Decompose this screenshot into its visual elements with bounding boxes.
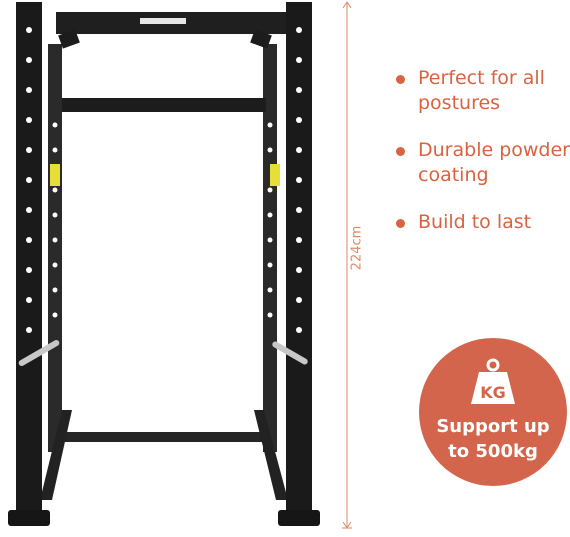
bullet-icon <box>396 75 405 84</box>
weight-icon-label: KG <box>480 383 506 402</box>
feature-item: Perfect for all postures <box>390 66 570 116</box>
capacity-text: Support up to 500kg <box>419 414 567 464</box>
weight-kg-icon: KG <box>467 356 519 408</box>
feature-list: Perfect for all postures Durable powder … <box>390 66 570 257</box>
feature-item: Durable powder coating <box>390 138 570 188</box>
capacity-line-2: to 500kg <box>448 441 538 462</box>
feature-text: Build to last <box>418 211 532 233</box>
height-dimension-line <box>342 0 352 533</box>
feature-text: Perfect for all postures <box>418 67 545 114</box>
bullet-icon <box>396 219 405 228</box>
feature-item: Build to last <box>390 210 570 235</box>
height-dimension-label: 224cm <box>349 225 365 271</box>
bullet-icon <box>396 147 405 156</box>
power-rack-image <box>8 2 320 526</box>
capacity-badge: KG Support up to 500kg <box>419 338 567 486</box>
capacity-line-1: Support up <box>436 416 550 437</box>
feature-text: Durable powder coating <box>418 139 570 186</box>
